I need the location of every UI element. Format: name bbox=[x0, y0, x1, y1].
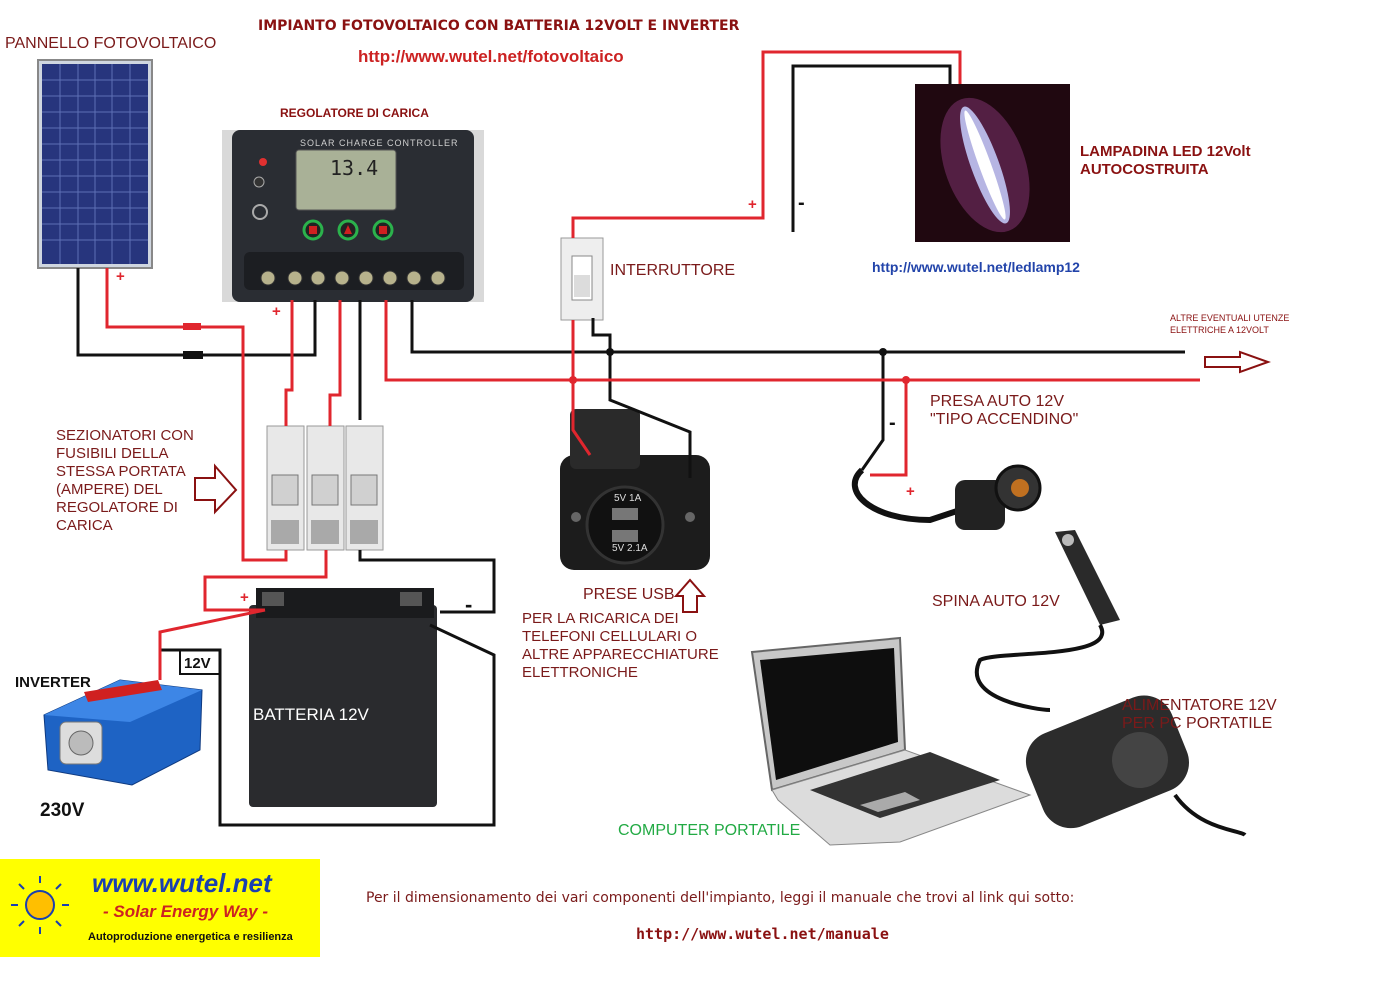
arrow-right-icon bbox=[194, 463, 238, 515]
laptop-psu-label-2: PER PC PORTATILE bbox=[1122, 715, 1273, 732]
inverter-input-box bbox=[179, 649, 221, 675]
inverter-input-label: 12V bbox=[184, 655, 211, 672]
brand-subline: Autoproduzione energetica e resilienza bbox=[88, 931, 293, 943]
inverter-label: INVERTER bbox=[15, 674, 91, 691]
fuse-marker bbox=[183, 351, 203, 359]
plus-sign-panel: + bbox=[116, 268, 125, 285]
laptop-photo bbox=[750, 636, 1032, 846]
led-lamp-photo bbox=[915, 84, 1070, 242]
regulator-reading: 13.4 bbox=[330, 156, 379, 180]
inverter-device bbox=[43, 679, 203, 786]
battery-label: BATTERIA 12V bbox=[253, 705, 369, 724]
car-plug-photo bbox=[1055, 530, 1120, 625]
brand-tagline: - Solar Energy Way - bbox=[103, 902, 269, 921]
disconnectors-label-5: REGOLATORE DI bbox=[56, 499, 178, 516]
fuse-disconnectors bbox=[266, 425, 384, 551]
laptop-label: COMPUTER PORTATILE bbox=[618, 822, 801, 839]
usb-desc-1: PER LA RICARICA DEI bbox=[522, 610, 679, 627]
battery-12v bbox=[249, 588, 437, 807]
usb-socket-photo bbox=[560, 409, 710, 570]
car-plug-label: SPINA AUTO 12V bbox=[932, 593, 1060, 610]
inverter-output-label: 230V bbox=[40, 800, 85, 821]
usb-port-1: 5V 1A bbox=[614, 493, 642, 504]
laptop-psu-photo bbox=[974, 624, 1247, 837]
car-socket-label-2: "TIPO ACCENDINO" bbox=[930, 411, 1079, 428]
other-loads-label-1: ALTRE EVENTUALI UTENZE bbox=[1170, 313, 1290, 323]
car-socket-label-1: PRESA AUTO 12V bbox=[930, 393, 1064, 410]
usb-label: PRESE USB bbox=[583, 586, 675, 603]
minus-sign-battery: - bbox=[465, 592, 473, 617]
page-title: IMPIANTO FOTOVOLTAICO CON BATTERIA 12VOL… bbox=[258, 18, 740, 34]
title-url[interactable]: http://www.wutel.net/fotovoltaico bbox=[358, 47, 624, 66]
plus-sign-battery: + bbox=[240, 589, 249, 606]
disconnectors-label-2: FUSIBILI DELLA bbox=[56, 445, 169, 462]
arrow-right-icon bbox=[1204, 350, 1271, 374]
minus-sign-lamp: - bbox=[798, 192, 805, 214]
fuse-marker bbox=[183, 323, 201, 330]
plus-sign-lamp: + bbox=[748, 196, 757, 213]
charge-controller bbox=[222, 130, 484, 302]
car-socket-photo bbox=[851, 464, 1042, 530]
brand-name[interactable]: www.wutel.net bbox=[92, 868, 272, 898]
disconnectors-label-4: (AMPERE) DEL bbox=[56, 481, 163, 498]
positive-wires bbox=[105, 50, 1200, 680]
disconnectors-label-3: STESSA PORTATA bbox=[56, 463, 186, 480]
usb-desc-4: ELETTRONICHE bbox=[522, 664, 638, 681]
disconnectors-label-6: CARICA bbox=[56, 517, 113, 534]
led-url[interactable]: http://www.wutel.net/ledlamp12 bbox=[872, 259, 1080, 275]
manual-link[interactable]: http://www.wutel.net/manuale bbox=[636, 925, 889, 943]
usb-port-2: 5V 2.1A bbox=[612, 543, 648, 554]
other-loads-label-2: ELETTRICHE A 12VOLT bbox=[1170, 325, 1269, 335]
minus-sign-socket: - bbox=[889, 412, 896, 434]
plus-sign-regulator: + bbox=[272, 303, 281, 320]
sun-icon bbox=[11, 876, 69, 934]
usb-desc-2: TELEFONI CELLULARI O bbox=[522, 628, 698, 645]
light-switch bbox=[560, 237, 604, 321]
led-lamp-label-1: LAMPADINA LED 12Volt bbox=[1080, 143, 1251, 160]
arrow-up-icon bbox=[673, 578, 707, 613]
regulator-display-label: SOLAR CHARGE CONTROLLER bbox=[300, 138, 459, 148]
solar-panel bbox=[37, 59, 153, 269]
junction-dots bbox=[569, 348, 910, 384]
disconnectors-label-1: SEZIONATORI CON bbox=[56, 427, 194, 444]
laptop-psu-label-1: ALIMENTATORE 12V bbox=[1122, 697, 1277, 714]
switch-label: INTERRUTTORE bbox=[610, 262, 736, 279]
plus-sign-socket: + bbox=[906, 483, 915, 500]
footer-note: Per il dimensionamento dei vari componen… bbox=[366, 890, 1075, 906]
usb-desc-3: ALTRE APPARECCHIATURE bbox=[522, 646, 719, 663]
led-lamp-label-2: AUTOCOSTRUITA bbox=[1080, 161, 1209, 178]
regulator-label: REGOLATORE DI CARICA bbox=[280, 106, 429, 120]
panel-label: PANNELLO FOTOVOLTAICO bbox=[5, 35, 217, 52]
